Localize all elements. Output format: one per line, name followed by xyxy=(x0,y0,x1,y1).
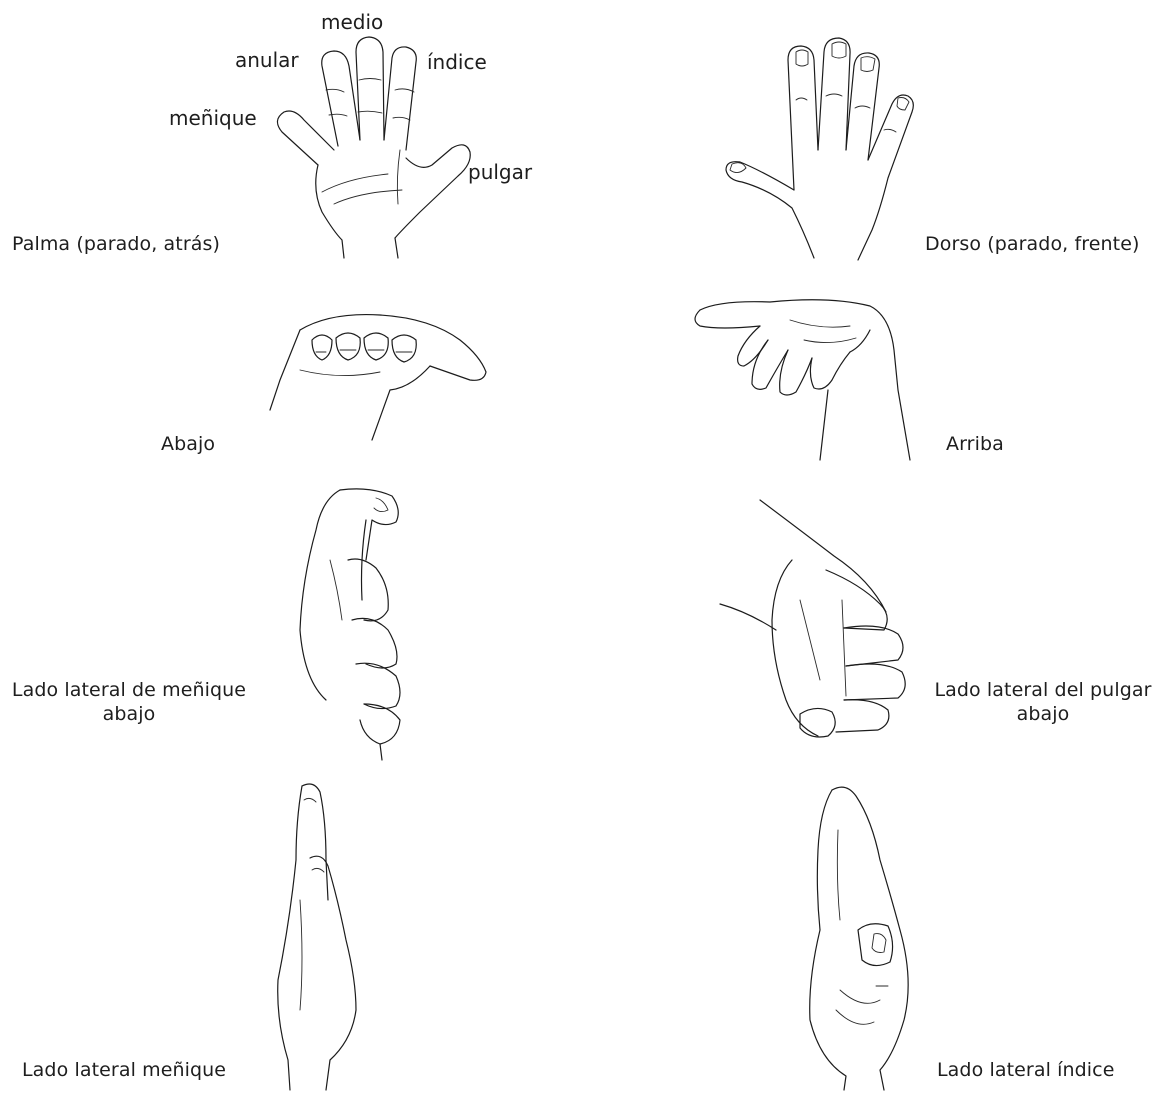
finger-label-thumb: pulgar xyxy=(468,160,532,184)
palm-up-hand-drawing xyxy=(695,300,910,460)
label-thumb-side-down: Lado lateral del pulgar abajo xyxy=(914,678,1172,726)
label-palm: Palma (parado, atrás) xyxy=(12,232,220,256)
finger-label-middle: medio xyxy=(321,10,383,34)
label-down: Abajo xyxy=(161,432,215,456)
little-side-hand-drawing xyxy=(278,784,356,1090)
label-index-side: Lado lateral índice xyxy=(937,1058,1114,1082)
thumb-side-down-hand-drawing xyxy=(720,500,905,737)
finger-label-index: índice xyxy=(427,50,487,74)
finger-label-little: meñique xyxy=(169,106,257,130)
label-dorsum: Dorso (parado, frente) xyxy=(925,232,1140,256)
label-up: Arriba xyxy=(946,432,1004,456)
label-little-side: Lado lateral meñique xyxy=(22,1058,226,1082)
palm-down-hand-drawing xyxy=(270,315,486,440)
index-side-hand-drawing xyxy=(810,787,908,1090)
dorsum-hand-drawing xyxy=(726,38,913,260)
label-little-side-down: Lado lateral de meñique abajo xyxy=(4,678,254,726)
label-thumb-side-down-line-2: abajo xyxy=(914,702,1172,726)
label-thumb-side-down-line-1: Lado lateral del pulgar xyxy=(914,678,1172,702)
finger-label-ring: anular xyxy=(235,48,299,72)
label-little-side-down-line-1: Lado lateral de meñique xyxy=(4,678,254,702)
label-little-side-down-line-2: abajo xyxy=(4,702,254,726)
little-side-down-hand-drawing xyxy=(300,489,400,760)
